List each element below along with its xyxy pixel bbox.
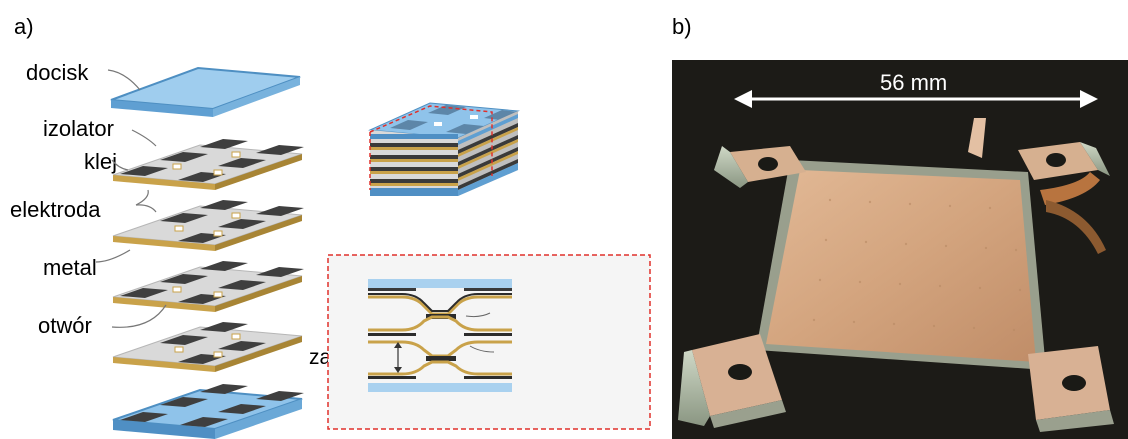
label-docisk: docisk (26, 60, 89, 85)
panel-b-label: b) (672, 14, 692, 39)
detail-box (327, 254, 651, 430)
pressure-plate-bottom (112, 384, 304, 439)
assembled-stripes-front (370, 134, 458, 196)
corner-pad-bottom-left (678, 334, 786, 428)
scale-arrow (734, 90, 1098, 108)
panel-a-label: a) (14, 14, 34, 39)
layer-insulator-2 (112, 200, 304, 251)
scale-label: 56 mm (880, 70, 948, 95)
corner-pad-top-right (1018, 142, 1110, 180)
copper-dot-grid (812, 198, 1022, 332)
label-klej: klej (84, 149, 118, 174)
corner-pad-bottom-right (1028, 346, 1114, 432)
label-izolator: izolator (43, 116, 114, 141)
label-otwor: otwór (38, 313, 92, 338)
assembled-stripes-side (458, 114, 518, 196)
layer-insulator-1 (112, 139, 304, 190)
pressure-plate-top (110, 66, 301, 117)
label-metal: metal (43, 255, 97, 280)
corner-pad-top-left (714, 146, 806, 188)
assembled-stack (368, 102, 520, 196)
layer-insulator-3 (112, 261, 304, 312)
leader-lines (95, 69, 167, 328)
device-photo (672, 60, 1128, 439)
label-elektroda: elektroda (10, 197, 101, 222)
layer-insulator-4 (112, 322, 303, 372)
